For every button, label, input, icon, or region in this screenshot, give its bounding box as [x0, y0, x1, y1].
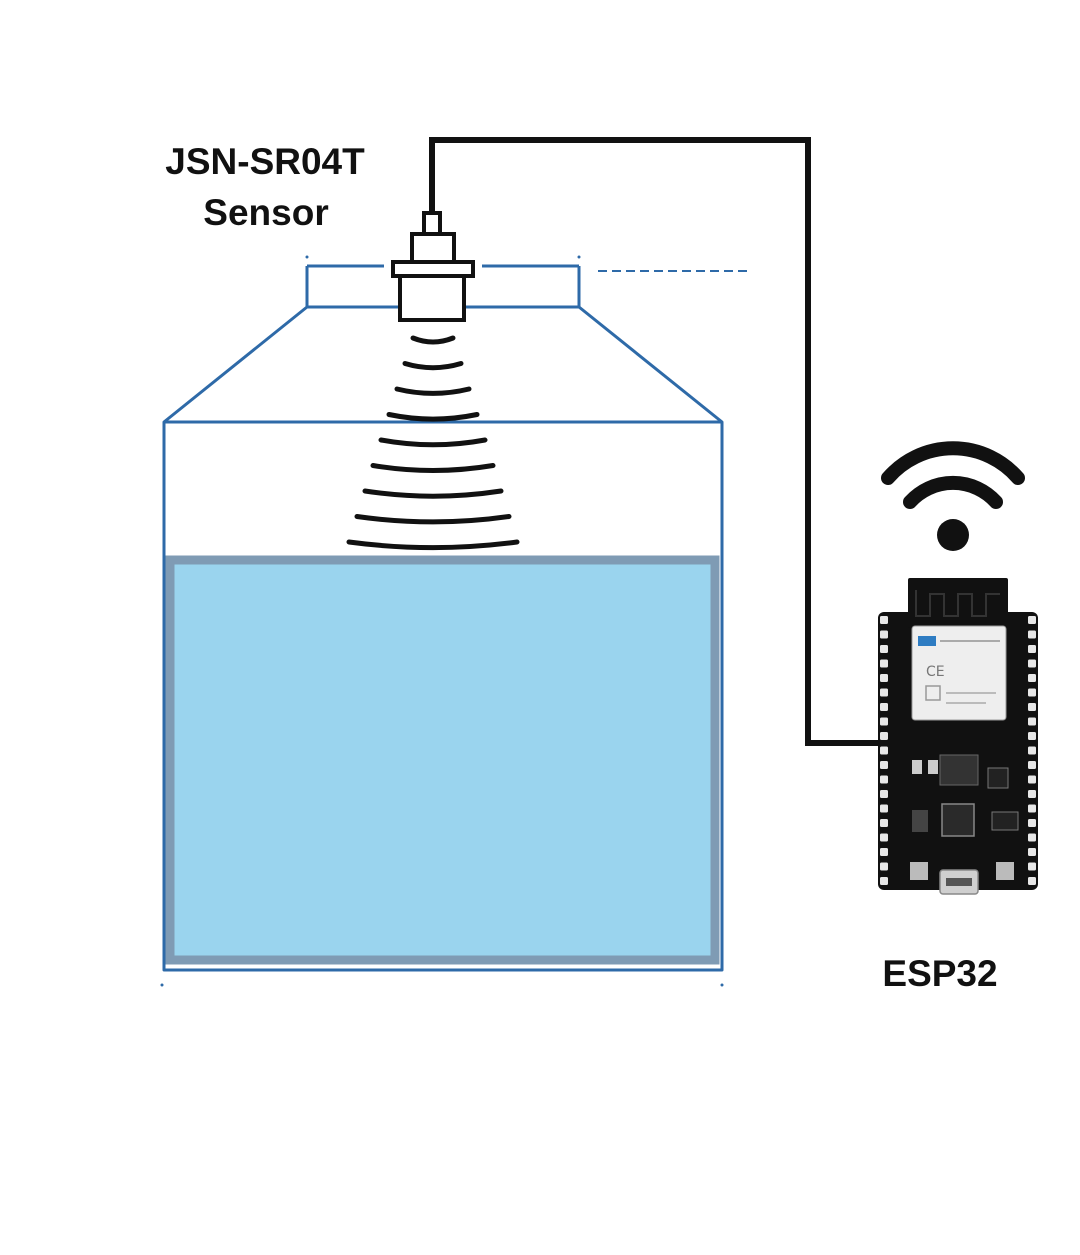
header-pin: [1028, 630, 1036, 639]
header-pin: [1028, 790, 1036, 798]
sensor-label: Sensor: [203, 192, 328, 233]
header-pin: [880, 674, 888, 682]
header-pin: [880, 877, 888, 885]
header-pin: [1028, 703, 1036, 711]
ultrasonic-waves: [346, 335, 520, 551]
header-pin: [1028, 746, 1036, 755]
esp32-board: CE: [878, 578, 1038, 895]
water-tank: [162, 264, 748, 972]
header-pin: [1028, 819, 1036, 827]
wave-arc: [386, 412, 480, 422]
header-pin: [1028, 877, 1036, 885]
header-pin: [880, 703, 888, 711]
header-pin: [1028, 862, 1036, 871]
header-pin: [880, 862, 888, 871]
header-pin: [1028, 775, 1036, 784]
en-button: [910, 862, 928, 880]
header-pin: [880, 616, 888, 624]
header-pin: [880, 819, 888, 827]
header-pin: [1028, 833, 1036, 842]
header-pin: [880, 790, 888, 798]
header-pin: [1028, 717, 1036, 726]
sensor-cable: [429, 137, 878, 746]
wave-arc: [402, 361, 464, 371]
wave-arc: [362, 488, 504, 499]
water-fill: [165, 555, 720, 965]
wifi-icon: [881, 441, 1025, 551]
header-pin: [1028, 688, 1036, 697]
wave-arc: [378, 437, 488, 448]
header-pin: [880, 833, 888, 842]
esp32-label: ESP32: [882, 953, 997, 994]
svg-text:CE: CE: [926, 664, 945, 680]
wave-arc: [354, 514, 512, 525]
header-pin: [880, 746, 888, 755]
esp-wroom-module: [911, 625, 1007, 721]
pin-headers: [880, 616, 1036, 885]
tank-corner-markers: [160, 255, 724, 987]
wave-arc: [410, 335, 456, 345]
header-pin: [880, 688, 888, 697]
header-pin: [1028, 645, 1036, 653]
header-pin: [880, 717, 888, 726]
wave-arc: [394, 386, 472, 396]
header-pin: [1028, 616, 1036, 624]
header-pin: [880, 804, 888, 813]
wave-arc: [346, 539, 520, 551]
boot-button: [996, 862, 1014, 880]
header-pin: [880, 848, 888, 856]
sensor-model-label: JSN-SR04T: [165, 141, 365, 182]
usb-uart-chip: [941, 803, 975, 837]
header-pin: [1028, 659, 1036, 668]
header-pin: [1028, 848, 1036, 856]
header-pin: [880, 659, 888, 668]
header-pin: [880, 775, 888, 784]
header-pin: [1028, 804, 1036, 813]
header-pin: [880, 645, 888, 653]
header-pin: [880, 761, 888, 769]
header-pin: [1028, 674, 1036, 682]
wave-arc: [370, 463, 496, 473]
header-pin: [1028, 732, 1036, 740]
tank-outline: [162, 266, 724, 972]
header-pin: [880, 630, 888, 639]
header-pin: [880, 732, 888, 740]
ultrasonic-sensor-icon: [391, 211, 475, 322]
header-pin: [1028, 761, 1036, 769]
